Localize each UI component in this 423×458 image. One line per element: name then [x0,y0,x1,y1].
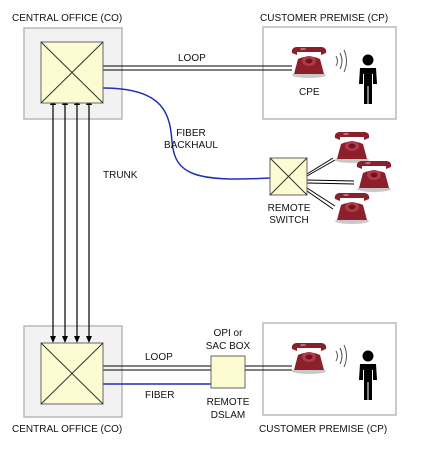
cpe-label: CPE [299,87,320,98]
trunk-lines [50,98,92,343]
customer-premise-label-bottom: CUSTOMER PREMISE (CP) [259,424,387,435]
telephone-icon [291,47,327,78]
switch-icon [40,342,104,405]
opi-label-2: SAC BOX [206,341,251,352]
telephone-icon [291,343,327,374]
person-icon [359,350,377,400]
remote-switch-label-1: REMOTE [268,203,311,214]
fiber-backhaul-line [102,87,271,180]
remote-switch-label-2: SWITCH [269,215,308,226]
telephone-icon [334,132,370,163]
sound-wave-icon [335,344,347,368]
loop-line-bottom [103,365,292,371]
person-icon [359,54,377,104]
remote-switch-icon [269,157,308,196]
remote-dslam-label-1: REMOTE [207,397,250,408]
opi-sac-box-icon [210,355,246,389]
loop-line-top [103,65,292,71]
telephone-icon [334,193,370,224]
loop-label-top: LOOP [178,53,206,64]
remote-switch-links [306,157,355,210]
remote-dslam-label-2: DSLAM [211,410,245,421]
fiber-label-bottom: FIBER [145,390,174,401]
fiber-backhaul-label-1: FIBER [176,128,205,139]
opi-label-1: OPI or [214,328,244,339]
central-office-label-bottom: CENTRAL OFFICE (CO) [12,424,122,435]
customer-premise-box-bottom [262,322,397,416]
switch-icon [40,41,104,104]
customer-premise-box-top [262,26,397,120]
fiber-backhaul-label-2: BACKHAUL [164,140,218,151]
customer-premise-label-top: CUSTOMER PREMISE (CP) [260,13,388,24]
loop-label-bottom: LOOP [145,352,173,363]
central-office-label-top: CENTRAL OFFICE (CO) [12,13,122,24]
sound-wave-icon [335,49,347,73]
trunk-label: TRUNK [103,170,138,181]
telephone-icon [356,161,392,192]
